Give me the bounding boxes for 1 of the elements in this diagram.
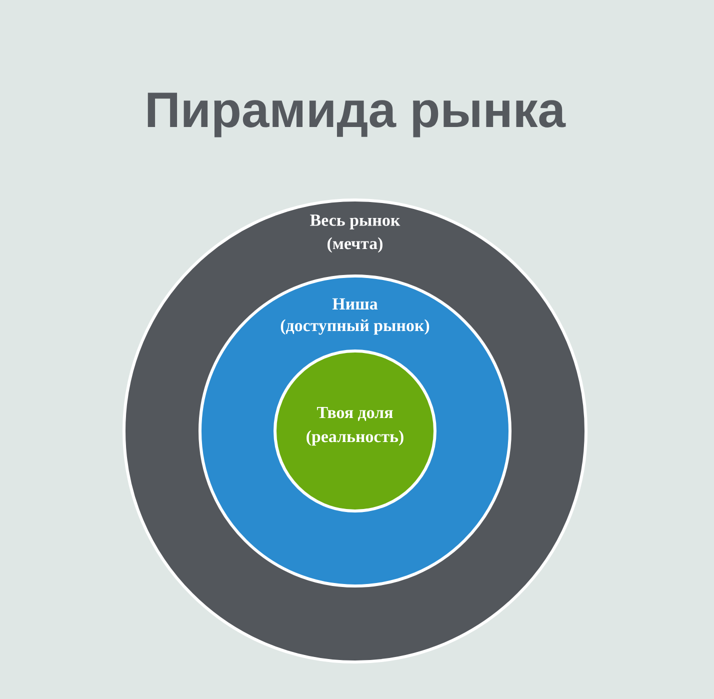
- title: Пирамида рынка: [148, 92, 566, 138]
